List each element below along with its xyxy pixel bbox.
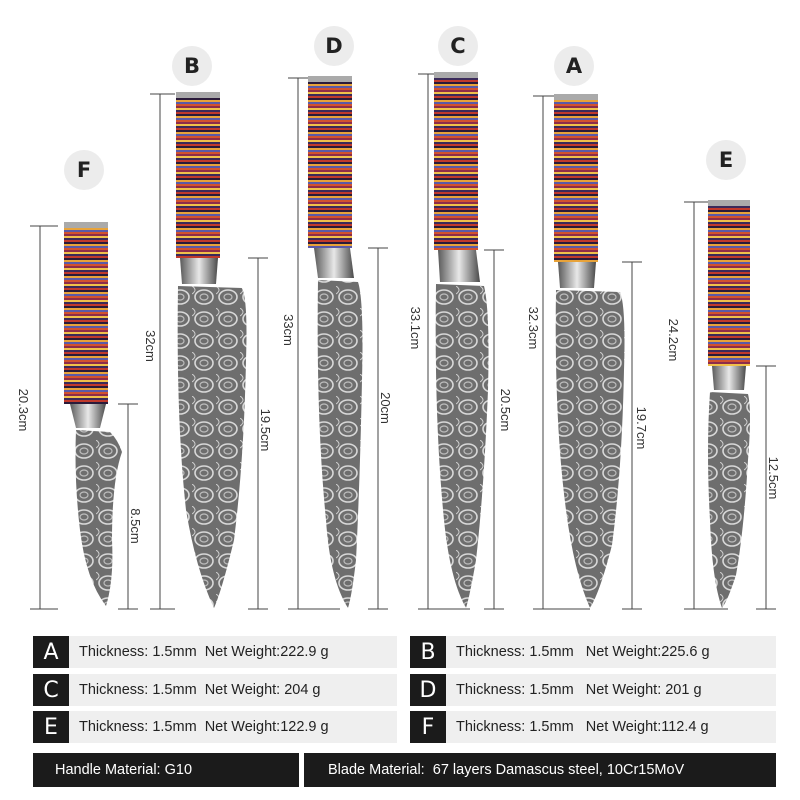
spec-row-f: F Thickness: 1.5mm Net Weight:112.4 g	[410, 711, 776, 743]
knife-e-total-length: 24.2cm	[666, 318, 681, 362]
spec-letter-f: F	[410, 711, 446, 743]
spec-row-a: A Thickness: 1.5mm Net Weight:222.9 g	[33, 636, 397, 668]
spec-letter-b: B	[410, 636, 446, 668]
spec-row-c: C Thickness: 1.5mm Net Weight: 204 g	[33, 674, 397, 706]
knife-a-blade-length: 19.7cm	[634, 406, 649, 450]
knife-f-total-length: 20.3cm	[16, 388, 31, 432]
spec-row-d: D Thickness: 1.5mm Net Weight: 201 g	[410, 674, 776, 706]
spec-text-a: Thickness: 1.5mm Net Weight:222.9 g	[79, 644, 329, 660]
knife-f	[30, 222, 138, 610]
knife-f-badge: F	[64, 150, 104, 190]
spec-letter-a: A	[33, 636, 69, 668]
spec-text-c: Thickness: 1.5mm Net Weight: 204 g	[79, 682, 321, 698]
spec-text-b: Thickness: 1.5mm Net Weight:225.6 g	[456, 644, 710, 660]
spec-row-e: E Thickness: 1.5mm Net Weight:122.9 g	[33, 711, 397, 743]
knife-d-blade-length: 20cm	[378, 392, 393, 424]
knife-d	[288, 76, 388, 610]
knife-a-badge: A	[554, 46, 594, 86]
blade-material-text: Blade Material: 67 layers Damascus steel…	[328, 762, 685, 778]
knife-illustration	[30, 72, 776, 610]
spec-text-e: Thickness: 1.5mm Net Weight:122.9 g	[79, 719, 329, 735]
handle-material-bar: Handle Material: G10	[33, 753, 299, 787]
knife-e-blade-length: 12.5cm	[766, 456, 781, 500]
knife-c	[418, 72, 504, 610]
spec-text-f: Thickness: 1.5mm Net Weight:112.4 g	[456, 719, 709, 735]
knife-e	[684, 200, 776, 610]
knife-c-total-length: 33.1cm	[408, 306, 423, 350]
spec-letter-e: E	[33, 711, 69, 743]
knife-e-badge: E	[706, 140, 746, 180]
knife-f-blade-length: 8.5cm	[128, 508, 143, 544]
handle-material-text: Handle Material: G10	[55, 762, 193, 778]
knife-c-badge: C	[438, 26, 478, 66]
knife-b	[150, 92, 268, 610]
knife-d-badge: D	[314, 26, 354, 66]
knife-a	[533, 94, 642, 610]
spec-row-b: B Thickness: 1.5mm Net Weight:225.6 g	[410, 636, 776, 668]
spec-letter-c: C	[33, 674, 69, 706]
knife-a-total-length: 32.3cm	[526, 306, 541, 350]
knife-b-blade-length: 19.5cm	[258, 408, 273, 452]
knife-d-total-length: 33cm	[281, 314, 296, 346]
knife-b-badge: B	[172, 46, 212, 86]
knife-c-blade-length: 20.5cm	[498, 388, 513, 432]
spec-letter-d: D	[410, 674, 446, 706]
knife-b-total-length: 32cm	[143, 330, 158, 362]
spec-text-d: Thickness: 1.5mm Net Weight: 201 g	[456, 682, 702, 698]
blade-material-bar: Blade Material: 67 layers Damascus steel…	[304, 753, 776, 787]
